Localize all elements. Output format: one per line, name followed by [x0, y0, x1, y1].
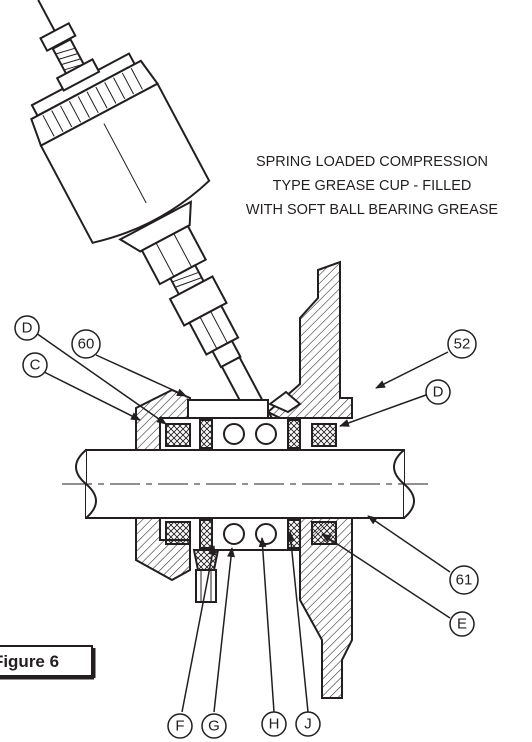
- callout-60: 60: [71, 329, 101, 359]
- grease-cup: [30, 0, 300, 477]
- callout-c-label: C: [30, 357, 41, 374]
- callout-g: G: [201, 713, 227, 739]
- callout-f-label: F: [175, 718, 184, 735]
- callout-60-label: 60: [78, 336, 95, 353]
- callout-j-label: J: [304, 716, 312, 733]
- callout-e-label: E: [457, 616, 467, 633]
- callout-d-top-label: D: [22, 320, 33, 337]
- seal-cap-c: [135, 388, 269, 582]
- callout-d-right: D: [425, 379, 451, 405]
- callout-d-right-label: D: [433, 384, 444, 401]
- callout-e: E: [449, 611, 475, 637]
- shaft: [62, 449, 434, 519]
- note-line-2: TYPE GREASE CUP - FILLED: [273, 178, 472, 194]
- callout-52: 52: [447, 329, 477, 359]
- note-line-1: SPRING LOADED COMPRESSION: [256, 154, 488, 170]
- callout-61: 61: [449, 565, 479, 595]
- callout-h: H: [261, 711, 287, 737]
- figure-label-box: Figure 6: [0, 645, 96, 680]
- bearing-assembly: [165, 417, 337, 603]
- callout-h-label: H: [269, 716, 280, 733]
- callouts: D C 60 52 D 61 E F: [14, 315, 479, 739]
- bearing-housing: [266, 260, 353, 699]
- figure-label: Figure 6: [0, 652, 59, 671]
- leader-lines: [35, 332, 451, 713]
- callout-c: C: [22, 352, 48, 378]
- callout-52-label: 52: [454, 336, 471, 353]
- callout-d-top: D: [14, 315, 40, 341]
- grease-cup-note: SPRING LOADED COMPRESSION TYPE GREASE CU…: [246, 154, 499, 218]
- callout-j: J: [295, 711, 321, 737]
- callout-61-label: 61: [456, 572, 473, 589]
- callout-g-label: G: [208, 718, 220, 735]
- callout-f: F: [167, 713, 193, 739]
- note-line-3: WITH SOFT BALL BEARING GREASE: [246, 202, 499, 218]
